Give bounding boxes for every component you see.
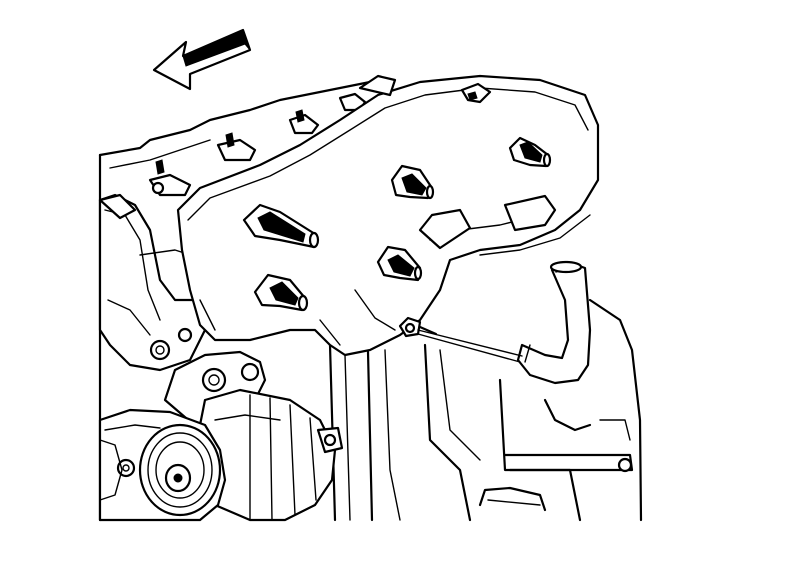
exhaust-studs [242,136,552,312]
heater-hose [516,260,592,385]
direction-arrow [152,28,252,91]
intake-manifold [98,92,367,372]
exhaust-manifold [176,74,600,357]
hose-fitting [398,316,523,363]
alternator [163,350,344,522]
pulley [98,408,227,522]
